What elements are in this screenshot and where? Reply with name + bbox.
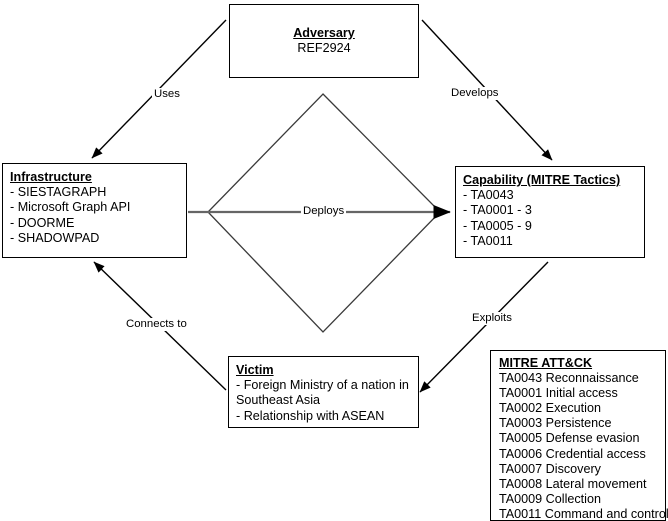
node-adversary-title: Adversary [293,25,355,40]
legend-row: TA0008 Lateral movement [499,476,647,491]
node-capability-line-0: - TA0043 [463,188,514,203]
node-victim-line-0: - Foreign Ministry of a nation in Southe… [236,378,409,408]
node-victim[interactable]: Victim - Foreign Ministry of a nation in… [228,356,419,428]
legend-row: TA0002 Execution [499,401,601,416]
legend-row: TA0003 Persistence [499,416,612,431]
legend-title: MITRE ATT&CK [499,356,593,370]
node-victim-line-1: - Relationship with ASEAN [236,408,385,423]
node-infrastructure-line-3: - SHADOWPAD [10,230,100,245]
node-victim-title: Victim [236,363,274,377]
node-infrastructure-line-0: - SIESTAGRAPH [10,185,107,200]
edge-label-deploys: Deploys [301,205,347,218]
legend-row: TA0043 Reconnaissance [499,371,639,386]
legend-row: TA0001 Initial access [499,386,618,401]
node-capability-line-1: - TA0001 - 3 [463,203,532,218]
node-infrastructure-title: Infrastructure [10,170,92,184]
legend-row: TA0006 Credential access [499,446,646,461]
node-capability-line-2: - TA0005 - 9 [463,218,532,233]
node-infrastructure[interactable]: Infrastructure - SIESTAGRAPH - Microsoft… [2,163,187,258]
legend-row: TA0011 Command and control [499,506,668,521]
node-capability[interactable]: Capability (MITRE Tactics) - TA0043 - TA… [455,166,645,258]
edge-label-uses: Uses [152,88,182,101]
node-infrastructure-line-1: - Microsoft Graph API [10,200,131,215]
node-capability-title: Capability (MITRE Tactics) [463,173,621,187]
legend-row: TA0005 Defense evasion [499,431,640,446]
legend-row: TA0009 Collection [499,491,601,506]
edge-label-exploits: Exploits [470,312,514,325]
edge-label-connects-to: Connects to [124,318,189,331]
node-infrastructure-line-2: - DOORME [10,215,75,230]
node-adversary-line-0: REF2924 [297,41,351,55]
legend-mitre-attack[interactable]: MITRE ATT&CK TA0043 Reconnaissance TA000… [490,350,668,521]
legend-row: TA0007 Discovery [499,461,601,476]
edge-label-develops: Develops [449,87,501,100]
node-capability-line-3: - TA0011 [463,233,513,248]
node-adversary[interactable]: Adversary REF2924 [229,4,419,78]
